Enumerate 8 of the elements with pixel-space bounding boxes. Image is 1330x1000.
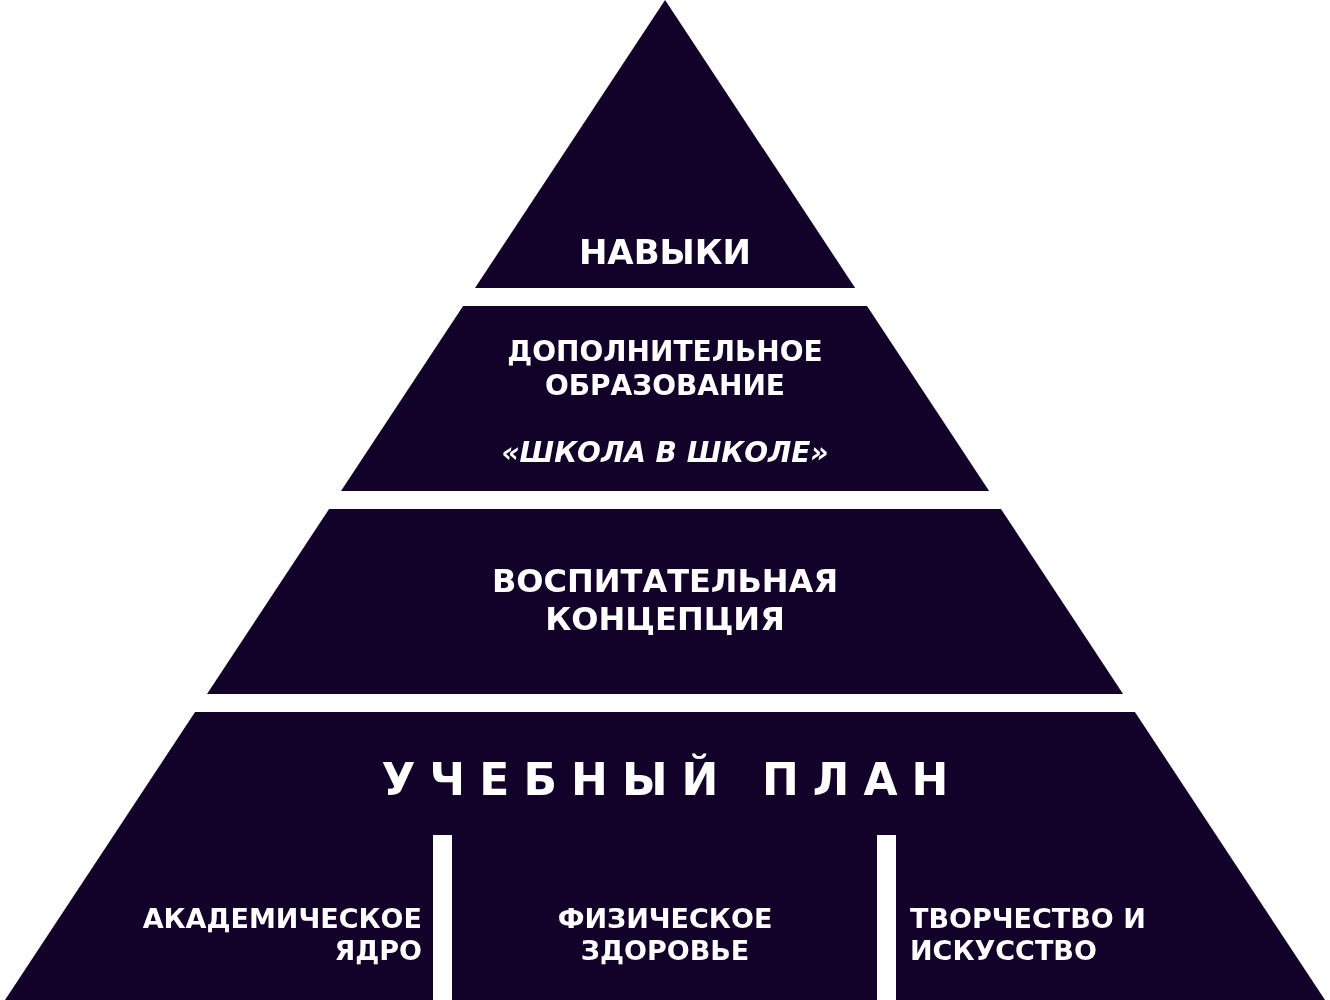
tier-label: НАВЫКИ xyxy=(578,232,752,273)
section-label: ТВОРЧЕСТВО И ИСКУССТВО xyxy=(910,902,1147,968)
tier-label: ДОПОЛНИТЕЛЬНОЕ ОБРАЗОВАНИЕ xyxy=(506,335,824,403)
tier-label: ВОСПИТАТЕЛЬНАЯ КОНЦЕПЦИЯ xyxy=(490,561,839,639)
subtitle: «ШКОЛА В ШКОЛЕ» xyxy=(501,436,829,470)
section-label: АКАДЕМИЧЕСКОЕ ЯДРО xyxy=(141,902,422,968)
tier-label: УЧЕБНЫЙ ПЛАН xyxy=(381,753,963,807)
section-label: ФИЗИЧЕСКОЕ ЗДОРОВЬЕ xyxy=(556,902,774,968)
